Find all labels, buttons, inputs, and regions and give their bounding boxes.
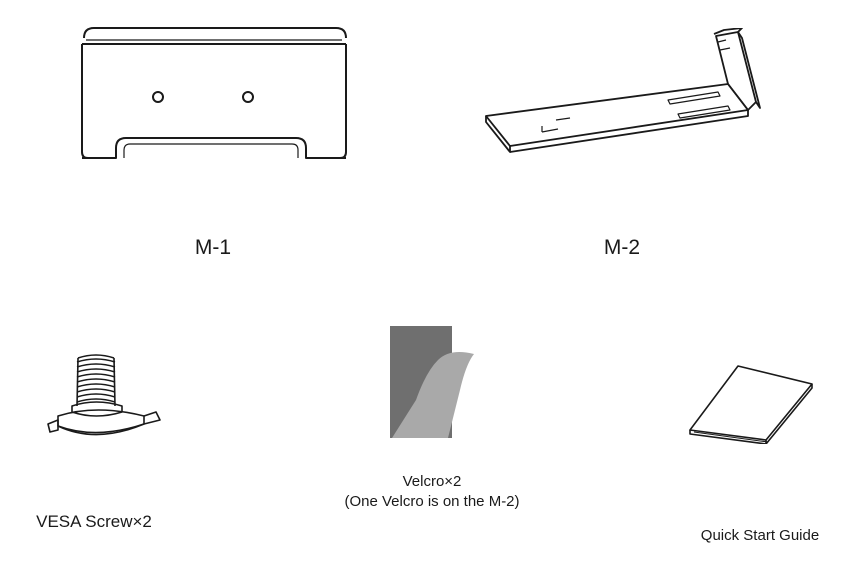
vesa-screw-label: VESA Screw×2 [36, 512, 152, 531]
m1-label: M-1 [194, 236, 232, 259]
velcro-illustration [390, 326, 474, 438]
m2-label: M-2 [603, 236, 641, 259]
velcro-label-line1: Velcro×2 [402, 473, 462, 490]
velcro-label: Velcro×2 (One Velcro is on the M-2) [314, 472, 550, 512]
vesa-screw-illustration [47, 354, 161, 436]
m2-bracket-illustration [485, 28, 761, 153]
m1-bracket-illustration [81, 27, 347, 159]
quick-start-guide-label: Quick Start Guide [700, 527, 820, 544]
velcro-label-line2: (One Velcro is on the M-2) [344, 493, 520, 510]
quick-start-guide-illustration [689, 365, 813, 444]
